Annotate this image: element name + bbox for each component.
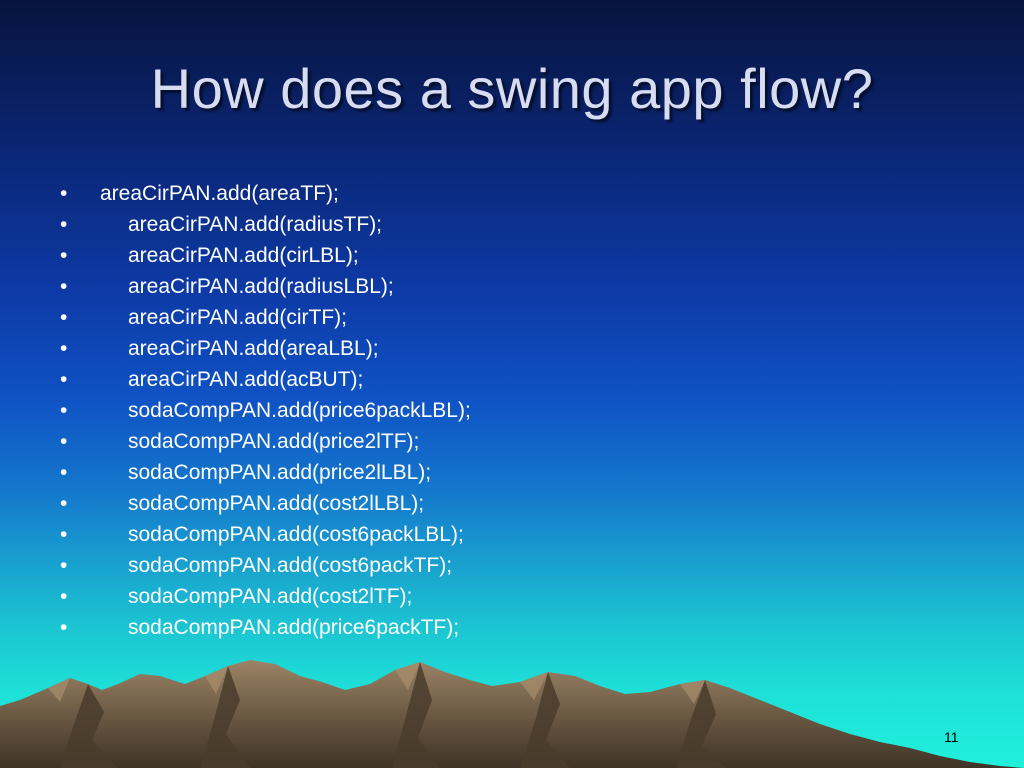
mountain-silhouette xyxy=(0,660,1024,768)
bullet-dot: • xyxy=(60,368,68,391)
bullet-dot: • xyxy=(60,337,68,360)
list-item-text: areaCirPAN.add(radiusTF); xyxy=(128,213,383,236)
slide-title: How does a swing app flow? xyxy=(150,57,874,120)
bullet-dot: • xyxy=(60,523,68,546)
mountain-shadow-ridges xyxy=(60,662,726,768)
list-item-text: sodaCompPAN.add(price2lLBL); xyxy=(128,461,432,484)
list-item-text: areaCirPAN.add(cirTF); xyxy=(128,306,347,329)
bullet-dot: • xyxy=(60,213,68,236)
bullet-dot: • xyxy=(60,616,68,639)
bullet-dot: • xyxy=(60,275,68,298)
list-item-text: areaCirPAN.add(areaLBL); xyxy=(128,337,379,360)
bullet-dot: • xyxy=(60,430,68,453)
bullet-dot: • xyxy=(60,306,68,329)
list-item-text: sodaCompPAN.add(cost6packLBL); xyxy=(128,523,464,546)
page-number: 11 xyxy=(944,729,959,745)
bullet-dot: • xyxy=(60,585,68,608)
bullet-dot: • xyxy=(60,182,68,205)
list-item-text: areaCirPAN.add(radiusLBL); xyxy=(128,275,394,298)
bullet-dot: • xyxy=(60,461,68,484)
list-item-text: sodaCompPAN.add(price6packTF); xyxy=(128,616,460,639)
list-item-text: sodaCompPAN.add(cost6packTF); xyxy=(128,554,453,577)
bullet-dot: • xyxy=(60,492,68,515)
bullet-dot: • xyxy=(60,554,68,577)
list-item-text: areaCirPAN.add(acBUT); xyxy=(128,368,364,391)
list-item-text: areaCirPAN.add(areaTF); xyxy=(100,182,339,205)
list-item-text: sodaCompPAN.add(price6packLBL); xyxy=(128,399,471,422)
list-item-text: sodaCompPAN.add(cost2lTF); xyxy=(128,585,413,608)
bullet-dot: • xyxy=(60,399,68,422)
list-item-text: sodaCompPAN.add(cost2lLBL); xyxy=(128,492,425,515)
list-item-text: areaCirPAN.add(cirLBL); xyxy=(128,244,359,267)
bullet-dot: • xyxy=(60,244,68,267)
list-item-text: sodaCompPAN.add(price2lTF); xyxy=(128,430,420,453)
